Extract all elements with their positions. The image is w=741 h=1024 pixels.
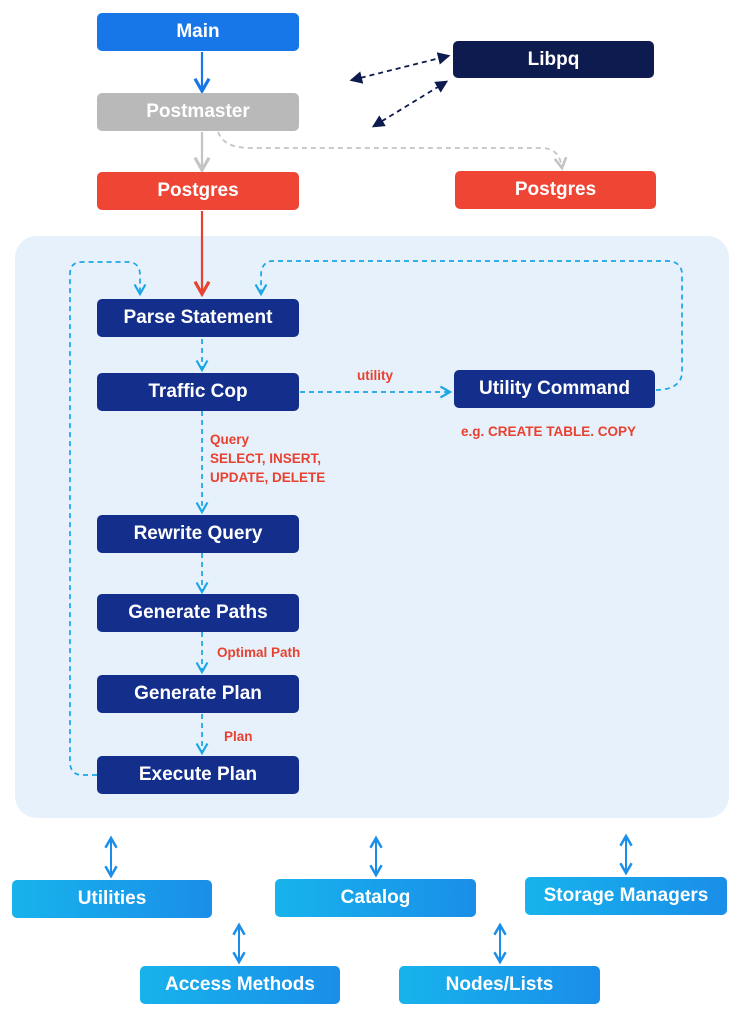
query-label-line2: SELECT, INSERT, bbox=[210, 451, 322, 466]
optimal-path-label: Optimal Path bbox=[217, 645, 301, 660]
rewrite-query-node: Rewrite Query bbox=[97, 515, 299, 553]
libpq-node: Libpq bbox=[453, 41, 654, 78]
main-node: Main bbox=[97, 13, 299, 51]
arrow-execute-loopback bbox=[69, 261, 147, 776]
arrow-postmaster-postgres-child bbox=[217, 131, 568, 171]
utility-edge-label: utility bbox=[357, 368, 393, 383]
generate-plan-node: Generate Plan bbox=[97, 675, 299, 713]
access-methods-node: Access Methods bbox=[140, 966, 340, 1004]
storage-managers-node: Storage Managers bbox=[525, 877, 727, 915]
generate-paths-node: Generate Paths bbox=[97, 594, 299, 632]
traffic-cop-node: Traffic Cop bbox=[97, 373, 299, 411]
parse-statement-node: Parse Statement bbox=[97, 299, 299, 337]
utilities-node: Utilities bbox=[12, 880, 212, 918]
utility-command-node: Utility Command bbox=[454, 370, 655, 408]
postgres-child-node: Postgres bbox=[455, 171, 656, 209]
postgres-node: Postgres bbox=[97, 172, 299, 210]
execute-plan-node: Execute Plan bbox=[97, 756, 299, 794]
query-label-line3: UPDATE, DELETE bbox=[210, 470, 326, 485]
nodes-lists-node: Nodes/Lists bbox=[399, 966, 600, 1004]
arrow-libpq-postmaster bbox=[371, 80, 449, 128]
postmaster-node: Postmaster bbox=[97, 93, 299, 131]
plan-label: Plan bbox=[224, 729, 253, 744]
arrow-libpq-main bbox=[349, 52, 451, 84]
catalog-node: Catalog bbox=[275, 879, 476, 917]
utility-example-label: e.g. CREATE TABLE. COPY bbox=[461, 424, 637, 439]
arrow-utility-loopback bbox=[254, 260, 683, 391]
query-label-line1: Query bbox=[210, 432, 250, 447]
